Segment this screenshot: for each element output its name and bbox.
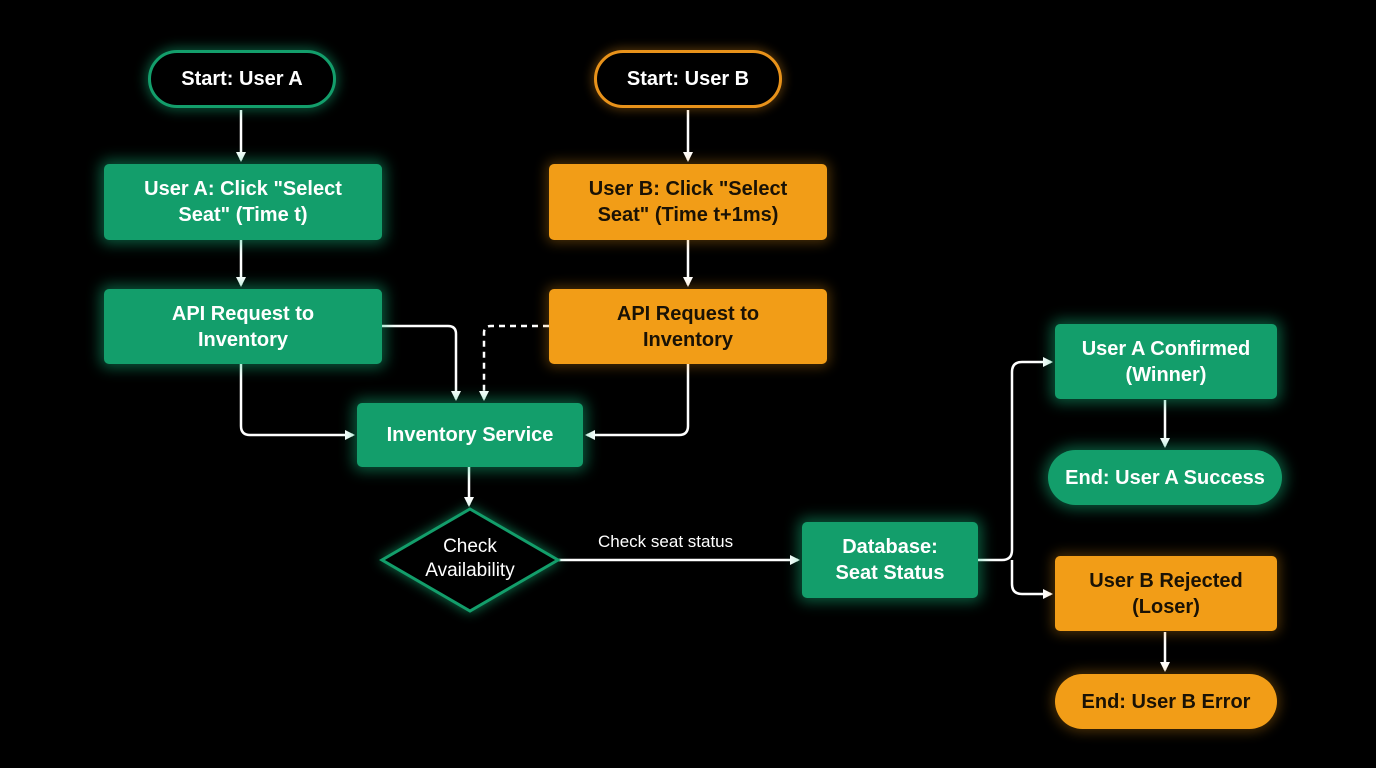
api-request-a-node: API Request to Inventory [104,289,382,364]
user-b-click-label: User B: Click "Select Seat" (Time t+1ms) [588,178,788,226]
user-b-rejected-node: User B Rejected (Loser) [1055,556,1277,631]
end-user-b-error-node: End: User B Error [1055,674,1277,729]
end-user-a-success-node: End: User A Success [1048,450,1282,505]
start-user-b-label: Start: User B [626,68,750,90]
end-user-b-error-label: End: User B Error [1081,690,1251,713]
inventory-service-node: Inventory Service [357,403,583,467]
inventory-service-label: Inventory Service [386,424,554,446]
edge-api-a-to-inventory-left [239,364,355,440]
user-a-click-node: User A: Click "Select Seat" (Time t) [104,164,382,240]
user-a-click-label: User A: Click "Select Seat" (Time t) [144,178,342,226]
check-availability-diamond [379,507,561,613]
api-request-b-label: API Request to Inventory [616,302,760,351]
start-user-b-node: Start: User B [594,50,782,108]
check-availability-label: Check Availability [425,536,515,581]
end-user-a-success-label: End: User A Success [1065,466,1265,489]
edge-database-to-rejected-b [1010,560,1053,599]
api-request-a-label: API Request to Inventory [171,302,315,351]
edge-database-to-confirmed-a [978,357,1053,562]
start-user-a-node: Start: User A [148,50,336,108]
database-seat-status-label: Database: Seat Status [835,536,945,584]
user-a-confirmed-node: User A Confirmed (Winner) [1055,324,1277,399]
user-a-confirmed-label: User A Confirmed (Winner) [1081,337,1251,386]
edge-api-a-to-inventory-top [382,324,461,401]
edge-api-b-to-inventory-dashed [479,324,549,401]
database-seat-status-node: Database: Seat Status [802,522,978,598]
api-request-b-node: API Request to Inventory [549,289,827,364]
check-seat-status-edge-label: Check seat status [598,532,734,551]
user-b-rejected-label: User B Rejected (Loser) [1089,569,1243,618]
edge-api-b-to-inventory-right [585,364,690,440]
user-b-click-node: User B: Click "Select Seat" (Time t+1ms) [549,164,827,240]
start-user-a-label: Start: User A [181,68,303,90]
